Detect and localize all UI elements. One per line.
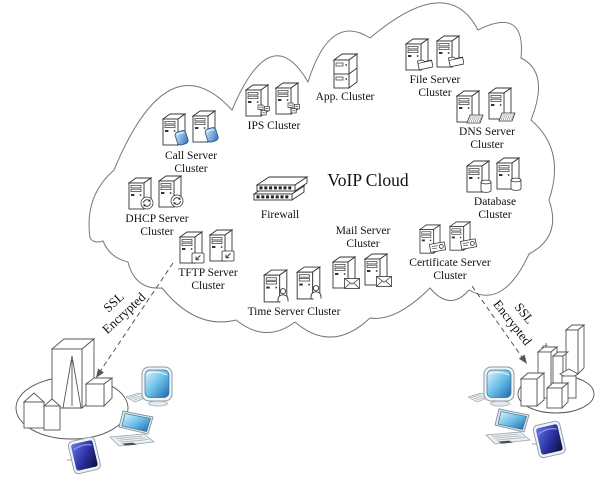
cluster-label: IPS Cluster	[247, 120, 301, 132]
cluster-label: Call Server Cluster	[164, 150, 218, 175]
cluster-label: DHCP Server Cluster	[125, 213, 189, 238]
call-server-cluster-icon	[162, 110, 220, 146]
cluster-ips: IPS Cluster	[222, 82, 326, 133]
cluster-label: Firewall	[260, 209, 300, 221]
file-server-cluster-icon	[405, 35, 464, 71]
cluster-dns-server: DNS Server Cluster	[438, 87, 536, 151]
refresh-icon	[170, 194, 184, 208]
cluster-call-server: Call Server Cluster	[142, 110, 240, 175]
cluster-label: Mail Server Cluster	[335, 225, 391, 250]
cluster-tftp-server: TFTP Server Cluster	[160, 229, 256, 292]
database-cylinder-icon	[480, 179, 492, 193]
refresh-icon	[140, 196, 154, 210]
tablet-icon	[66, 436, 102, 476]
cluster-time-server: Time Server Cluster	[236, 266, 352, 319]
app-cluster-icon	[333, 53, 358, 89]
monitor-icon	[468, 366, 515, 407]
ips-cluster-icon	[245, 82, 300, 117]
city-building-illustration	[517, 324, 595, 414]
campus-building-illustration	[15, 338, 129, 440]
keyboard-icon	[466, 114, 484, 124]
cluster-file-server: File Server Cluster	[385, 35, 485, 99]
cluster-app: App. Cluster	[299, 52, 391, 104]
monitor-icon	[126, 366, 173, 407]
keyboard-icon	[498, 112, 516, 122]
cluster-label: Time Server Cluster	[247, 306, 341, 318]
cluster-label: Database Cluster	[473, 196, 517, 221]
cluster-label: App. Cluster	[315, 91, 375, 103]
ssl-arrow-left	[96, 262, 174, 378]
tablet-icon	[531, 420, 567, 460]
cluster-label: File Server Cluster	[409, 74, 461, 99]
certificate-server-cluster-icon	[419, 221, 477, 254]
cluster-label: Certificate Server Cluster	[409, 257, 491, 282]
app-stack-icon	[333, 53, 358, 89]
voip-cloud-title: VoIP Cloud	[327, 170, 409, 190]
cluster-label: TFTP Server Cluster	[178, 267, 238, 292]
cluster-mail-server: Mail Server Cluster	[314, 225, 412, 290]
firewall-appliance-icon	[253, 176, 308, 201]
cluster-dhcp-server: DHCP Server Cluster	[108, 175, 206, 238]
download-arrow-icon	[221, 250, 235, 262]
firewall-icon	[253, 176, 308, 201]
time-server-cluster-icon	[263, 266, 322, 303]
tftp-server-cluster-icon	[179, 229, 235, 264]
cluster-firewall: Firewall	[231, 175, 329, 222]
cluster-label: DNS Server Cluster	[459, 126, 515, 151]
laptop-icon	[109, 410, 155, 447]
dns-server-cluster-icon	[456, 87, 516, 124]
download-arrow-icon	[191, 252, 205, 264]
ssl-arrow-right	[471, 285, 527, 364]
database-cylinder-icon	[510, 177, 522, 191]
envelope-icon	[376, 276, 392, 287]
cluster-certificate-server: Certificate Server Cluster	[398, 221, 502, 282]
dhcp-server-cluster-icon	[128, 175, 184, 210]
laptop-icon	[485, 408, 531, 445]
cluster-database: Database Cluster	[447, 157, 543, 221]
database-cluster-icon	[466, 157, 522, 193]
cloud-outline	[88, 2, 556, 338]
